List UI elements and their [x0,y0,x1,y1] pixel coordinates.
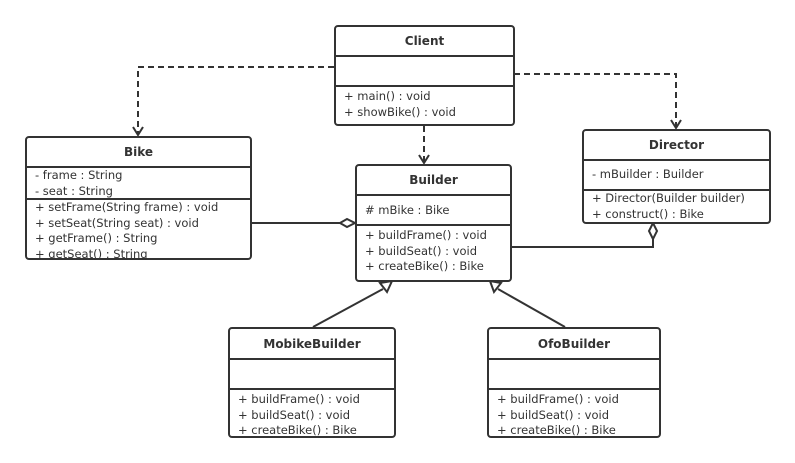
aggregation-diamond-builder [337,217,358,229]
generalization-mobike-builder [312,288,384,328]
methods-section: + buildFrame() : void + buildSeat() : vo… [357,226,510,275]
aggregation-builder-director [511,239,654,248]
method: + Director(Builder builder) [592,191,745,205]
method: + buildFrame() : void [497,392,619,406]
methods-section: + main() : void + showBike() : void [336,87,513,120]
class-ofo-builder[interactable]: OfoBuilder + buildFrame() : void + build… [487,327,661,438]
methods-section: + setFrame(String frame) : void + setSea… [27,200,250,258]
class-name: Client [336,27,513,57]
dependency-client-bike [137,66,334,134]
dependency-arrow-director [670,119,682,130]
method: + buildSeat() : void [497,407,609,422]
method: + getFrame() : String [35,231,158,245]
attributes-section: # mBike : Bike [357,196,510,226]
method: + buildFrame() : void [365,228,487,242]
methods-section: + buildFrame() : void + buildSeat() : vo… [489,390,659,439]
method: + createBike() : Bike [238,423,357,437]
method: + construct() : Bike [592,206,704,221]
class-director[interactable]: Director - mBuilder : Builder + Director… [582,129,771,224]
class-client[interactable]: Client + main() : void + showBike() : vo… [334,25,515,126]
class-name: Director [584,131,769,161]
method: + main() : void [344,89,431,103]
methods-section: + Director(Builder builder) + construct(… [584,191,769,222]
aggregation-diamond-director [647,220,659,242]
method: + createBike() : Bike [497,423,616,437]
dependency-client-director [514,73,677,127]
method: + setSeat(String seat) : void [35,215,199,230]
attribute: - mBuilder : Builder [592,167,704,181]
generalization-ofo-builder [497,288,566,328]
method: + buildFrame() : void [238,392,360,406]
method: + getSeat() : String [35,246,148,259]
method: + createBike() : Bike [365,259,484,273]
class-mobike-builder[interactable]: MobikeBuilder + buildFrame() : void + bu… [228,327,396,438]
class-builder[interactable]: Builder # mBike : Bike + buildFrame() : … [355,164,512,282]
class-name: OfoBuilder [489,329,659,360]
methods-section: + buildFrame() : void + buildSeat() : vo… [230,390,394,439]
attribute: # mBike : Bike [365,203,450,217]
method: + showBike() : void [344,104,456,119]
class-name: Bike [27,138,250,168]
class-bike[interactable]: Bike - frame : String - seat : String + … [25,136,252,260]
dependency-arrow-builder [418,154,430,165]
attribute: - seat : String [35,183,113,198]
dependency-arrow-bike [132,126,144,137]
attributes-section [489,360,659,390]
attributes-section [230,360,394,390]
class-name: MobikeBuilder [230,329,394,360]
attribute: - frame : String [35,168,123,182]
class-name: Builder [357,166,510,196]
attributes-section [336,57,513,87]
generalization-triangle-ofo [488,279,503,295]
method: + setFrame(String frame) : void [35,200,219,214]
attributes-section: - mBuilder : Builder [584,161,769,191]
method: + buildSeat() : void [365,243,477,258]
attributes-section: - frame : String - seat : String [27,168,250,200]
generalization-triangle-mobike [378,279,394,294]
method: + buildSeat() : void [238,407,350,422]
